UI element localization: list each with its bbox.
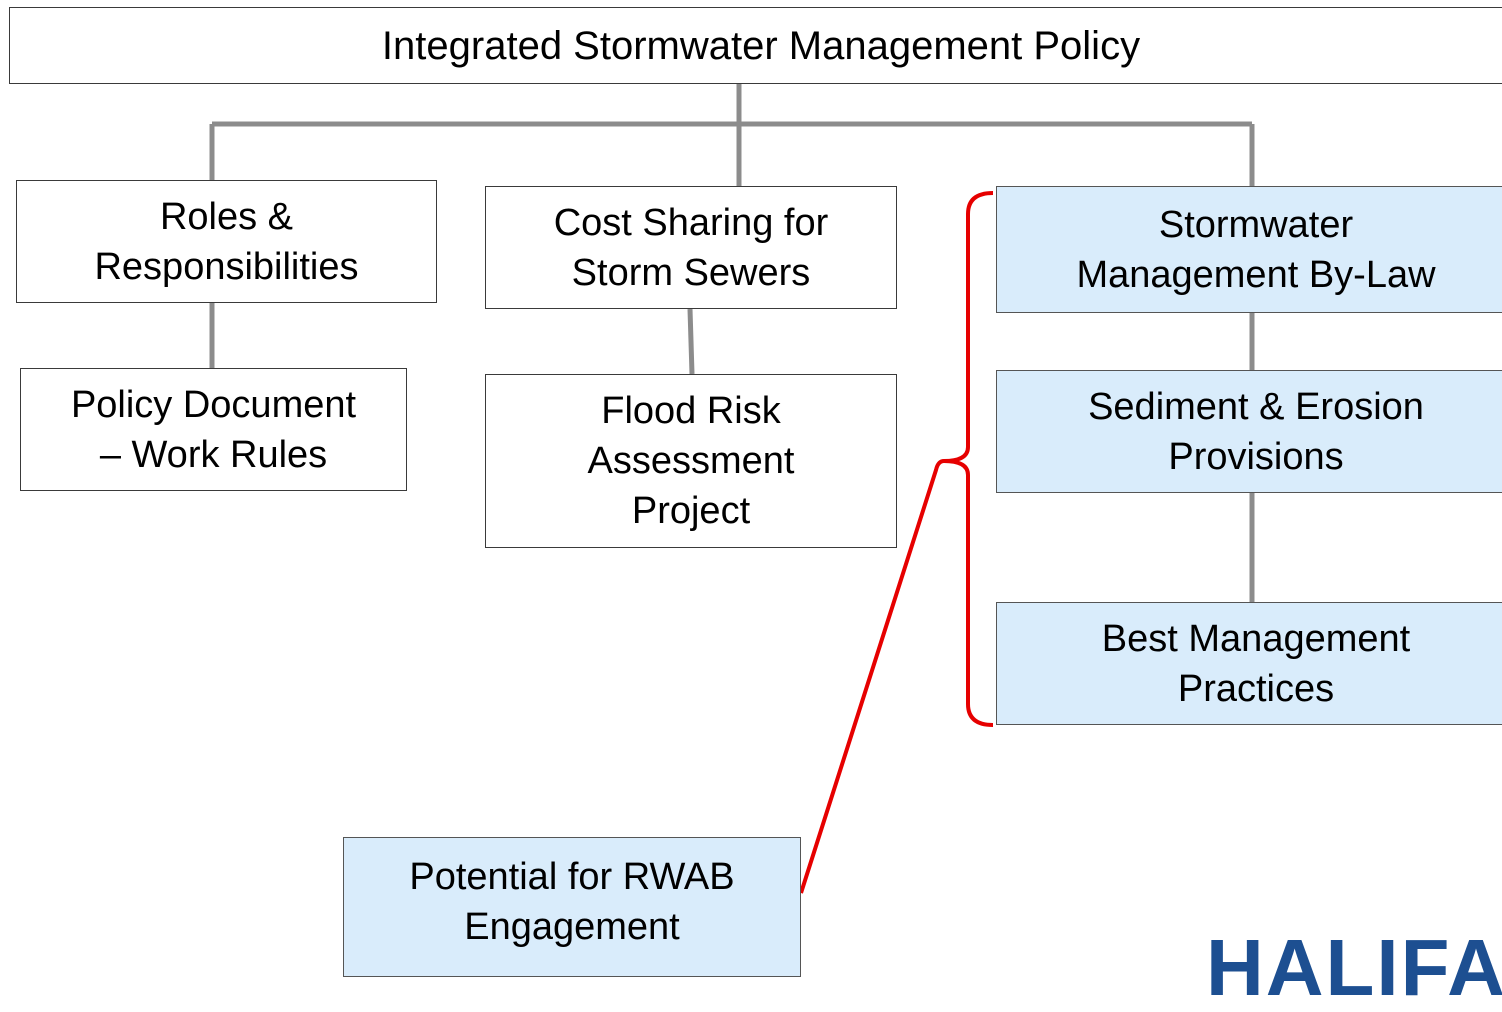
rwab-callout-label: Potential for RWAB Engagement: [409, 856, 735, 948]
callout-pointer-line: [799, 459, 945, 894]
bmp-label: Best Management Practices: [1101, 617, 1411, 710]
flood-risk-label: Flood Risk Assessment Project: [587, 390, 795, 532]
flood-risk-box: Flood Risk Assessment Project: [485, 374, 897, 548]
sediment-box: Sediment & Erosion Provisions: [996, 370, 1502, 493]
org-chart-diagram: Integrated Stormwater Management Policy …: [9, 7, 1502, 1008]
cost-sharing-label: Cost Sharing for Storm Sewers: [553, 201, 829, 294]
highlight-bracket: [943, 191, 994, 727]
bylaw-box: Stormwater Management By-Law: [996, 186, 1502, 313]
rwab-callout-box: Potential for RWAB Engagement: [343, 837, 801, 977]
sediment-label: Sediment & Erosion Provisions: [1088, 385, 1424, 478]
policy-title-box: Integrated Stormwater Management Policy: [9, 7, 1502, 84]
roles-box: Roles & Responsibilities: [16, 180, 437, 303]
halifax-logo: HALIFAX: [1206, 923, 1502, 1012]
policy-title: Integrated Stormwater Management Policy: [381, 23, 1141, 68]
bmp-box: Best Management Practices: [996, 602, 1502, 725]
connectors: [209, 84, 1255, 894]
bylaw-label: Stormwater Management By-Law: [1076, 203, 1436, 296]
cost-sharing-box: Cost Sharing for Storm Sewers: [485, 186, 897, 309]
policy-document-box: Policy Document – Work Rules: [20, 368, 407, 491]
roles-label: Roles & Responsibilities: [94, 195, 359, 288]
connector-lines: [209, 84, 1255, 602]
cost-to-flood-line: [687, 308, 695, 375]
policy-document-label: Policy Document – Work Rules: [70, 383, 357, 476]
